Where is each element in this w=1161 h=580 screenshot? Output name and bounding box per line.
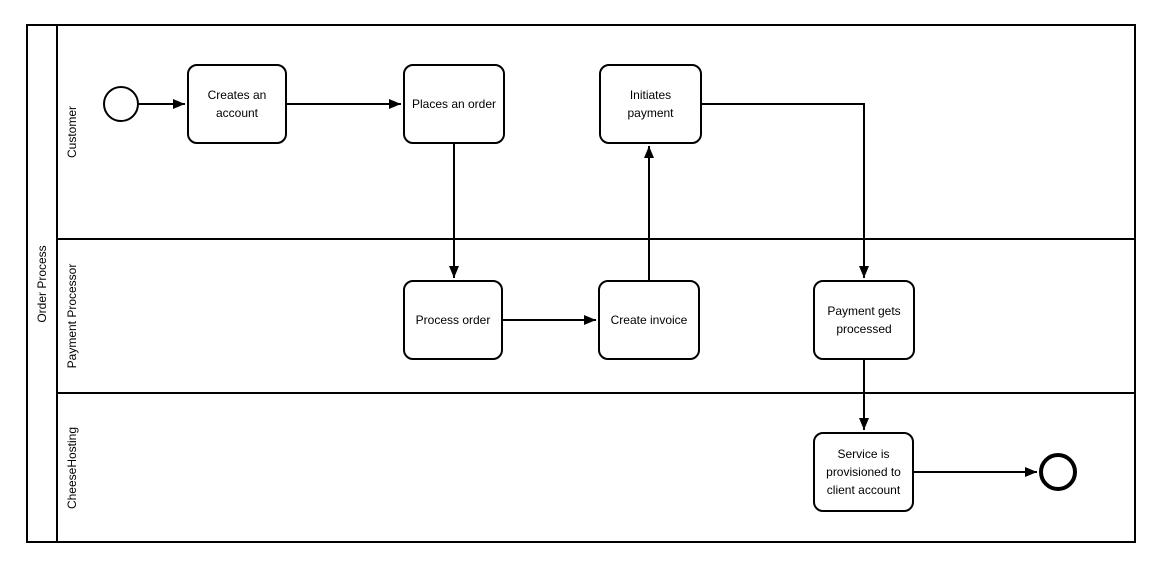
pool-title-divider [56,24,58,543]
lane-divider-paymentprocessor-cheesehosting [58,392,1136,394]
end-event[interactable] [1039,453,1077,491]
flow-initiates-payment-to-payment-processed[interactable] [702,103,869,278]
task-label: Process order [415,313,491,327]
task-label: Payment gets processed [827,304,901,336]
lane-divider-customer-paymentprocessor [58,238,1136,240]
task-process-order[interactable]: Process order [403,280,503,360]
task-initiates-payment[interactable]: Initiates payment [599,64,702,144]
task-service-provisioned[interactable]: Service is provisioned to client account [813,432,914,512]
task-creates-an-account[interactable]: Creates an account [187,64,287,144]
task-label: Create invoice [610,313,688,327]
task-label: Places an order [411,97,497,111]
start-event[interactable] [103,86,139,122]
task-label: Service is provisioned to client account [826,447,901,497]
task-payment-gets-processed[interactable]: Payment gets processed [813,280,915,360]
task-create-invoice[interactable]: Create invoice [598,280,700,360]
pool-order-process[interactable] [26,24,1136,543]
task-places-an-order[interactable]: Places an order [403,64,505,144]
task-label: Creates an account [207,88,267,120]
task-label: Initiates payment [627,88,674,120]
